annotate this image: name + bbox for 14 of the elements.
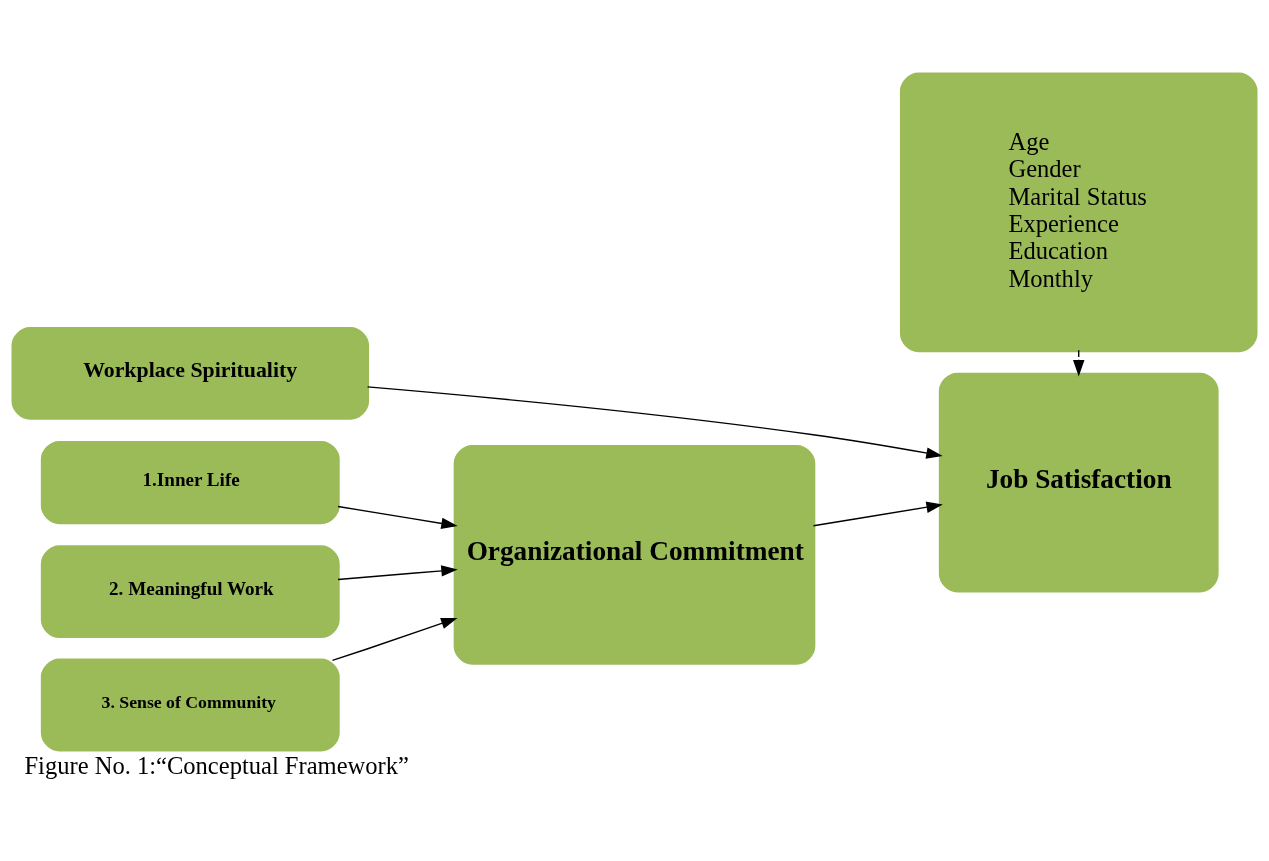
node-box: Organizational Commitment xyxy=(453,444,816,665)
node-box: Workplace Spirituality xyxy=(11,326,370,420)
arrow xyxy=(366,385,943,459)
node-box: 3. Sense of Community xyxy=(40,658,340,751)
node-box: 1.Inner Life xyxy=(40,440,340,524)
arrow xyxy=(337,505,458,529)
caption: Figure No. 1:“Conceptual Framework” xyxy=(24,751,409,779)
arrow xyxy=(331,617,458,661)
arrow xyxy=(337,564,458,580)
node-box: Age Gender Marital Status Experience Education Monthly xyxy=(899,71,1258,352)
node-box: 2. Meaningful Work xyxy=(40,544,340,638)
arrow xyxy=(812,501,943,526)
node-box: Job Satisfaction xyxy=(938,372,1219,592)
arrow xyxy=(1073,349,1085,376)
